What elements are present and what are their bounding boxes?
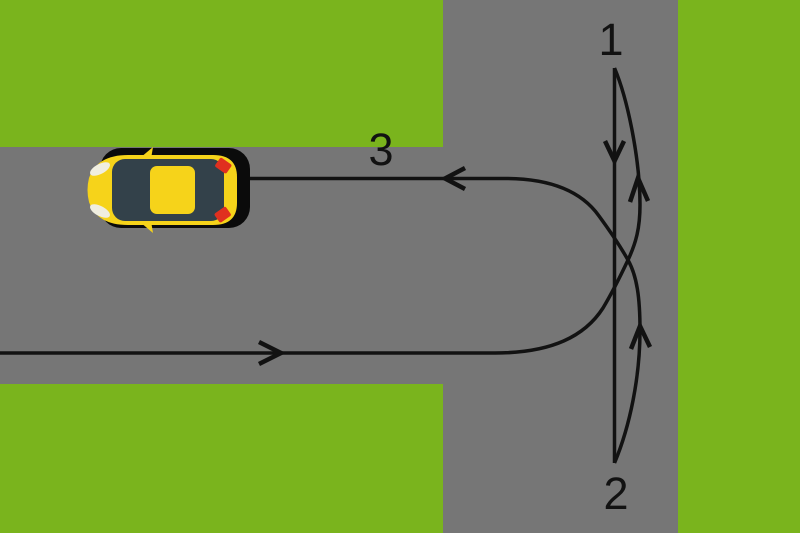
- car-roof: [150, 166, 195, 214]
- step-label-2: 2: [603, 468, 628, 519]
- arrow-left-icon: [440, 166, 467, 191]
- grass-bottom-left: [0, 384, 443, 533]
- arrow-up-step3-icon: [628, 320, 653, 350]
- car-mirror-top: [140, 147, 153, 159]
- car-taillight-bottom: [214, 206, 231, 223]
- arrow-up-step1-icon: [627, 171, 651, 203]
- car: [87, 147, 250, 233]
- maneuver-route: [0, 67, 653, 464]
- grass-right: [678, 0, 800, 533]
- arrow-down-step2-icon: [602, 140, 627, 167]
- step-label-1: 1: [598, 14, 623, 65]
- grass-top-left: [0, 0, 443, 147]
- car-taillight-top: [215, 157, 232, 174]
- car-mirror-bottom: [140, 221, 153, 233]
- route-step3-drive-out: [250, 176, 642, 464]
- arrow-right-icon: [257, 339, 287, 367]
- car-headlight-top: [90, 162, 110, 176]
- step-label-3: 3: [368, 124, 393, 175]
- car-headlight-bottom: [90, 204, 110, 218]
